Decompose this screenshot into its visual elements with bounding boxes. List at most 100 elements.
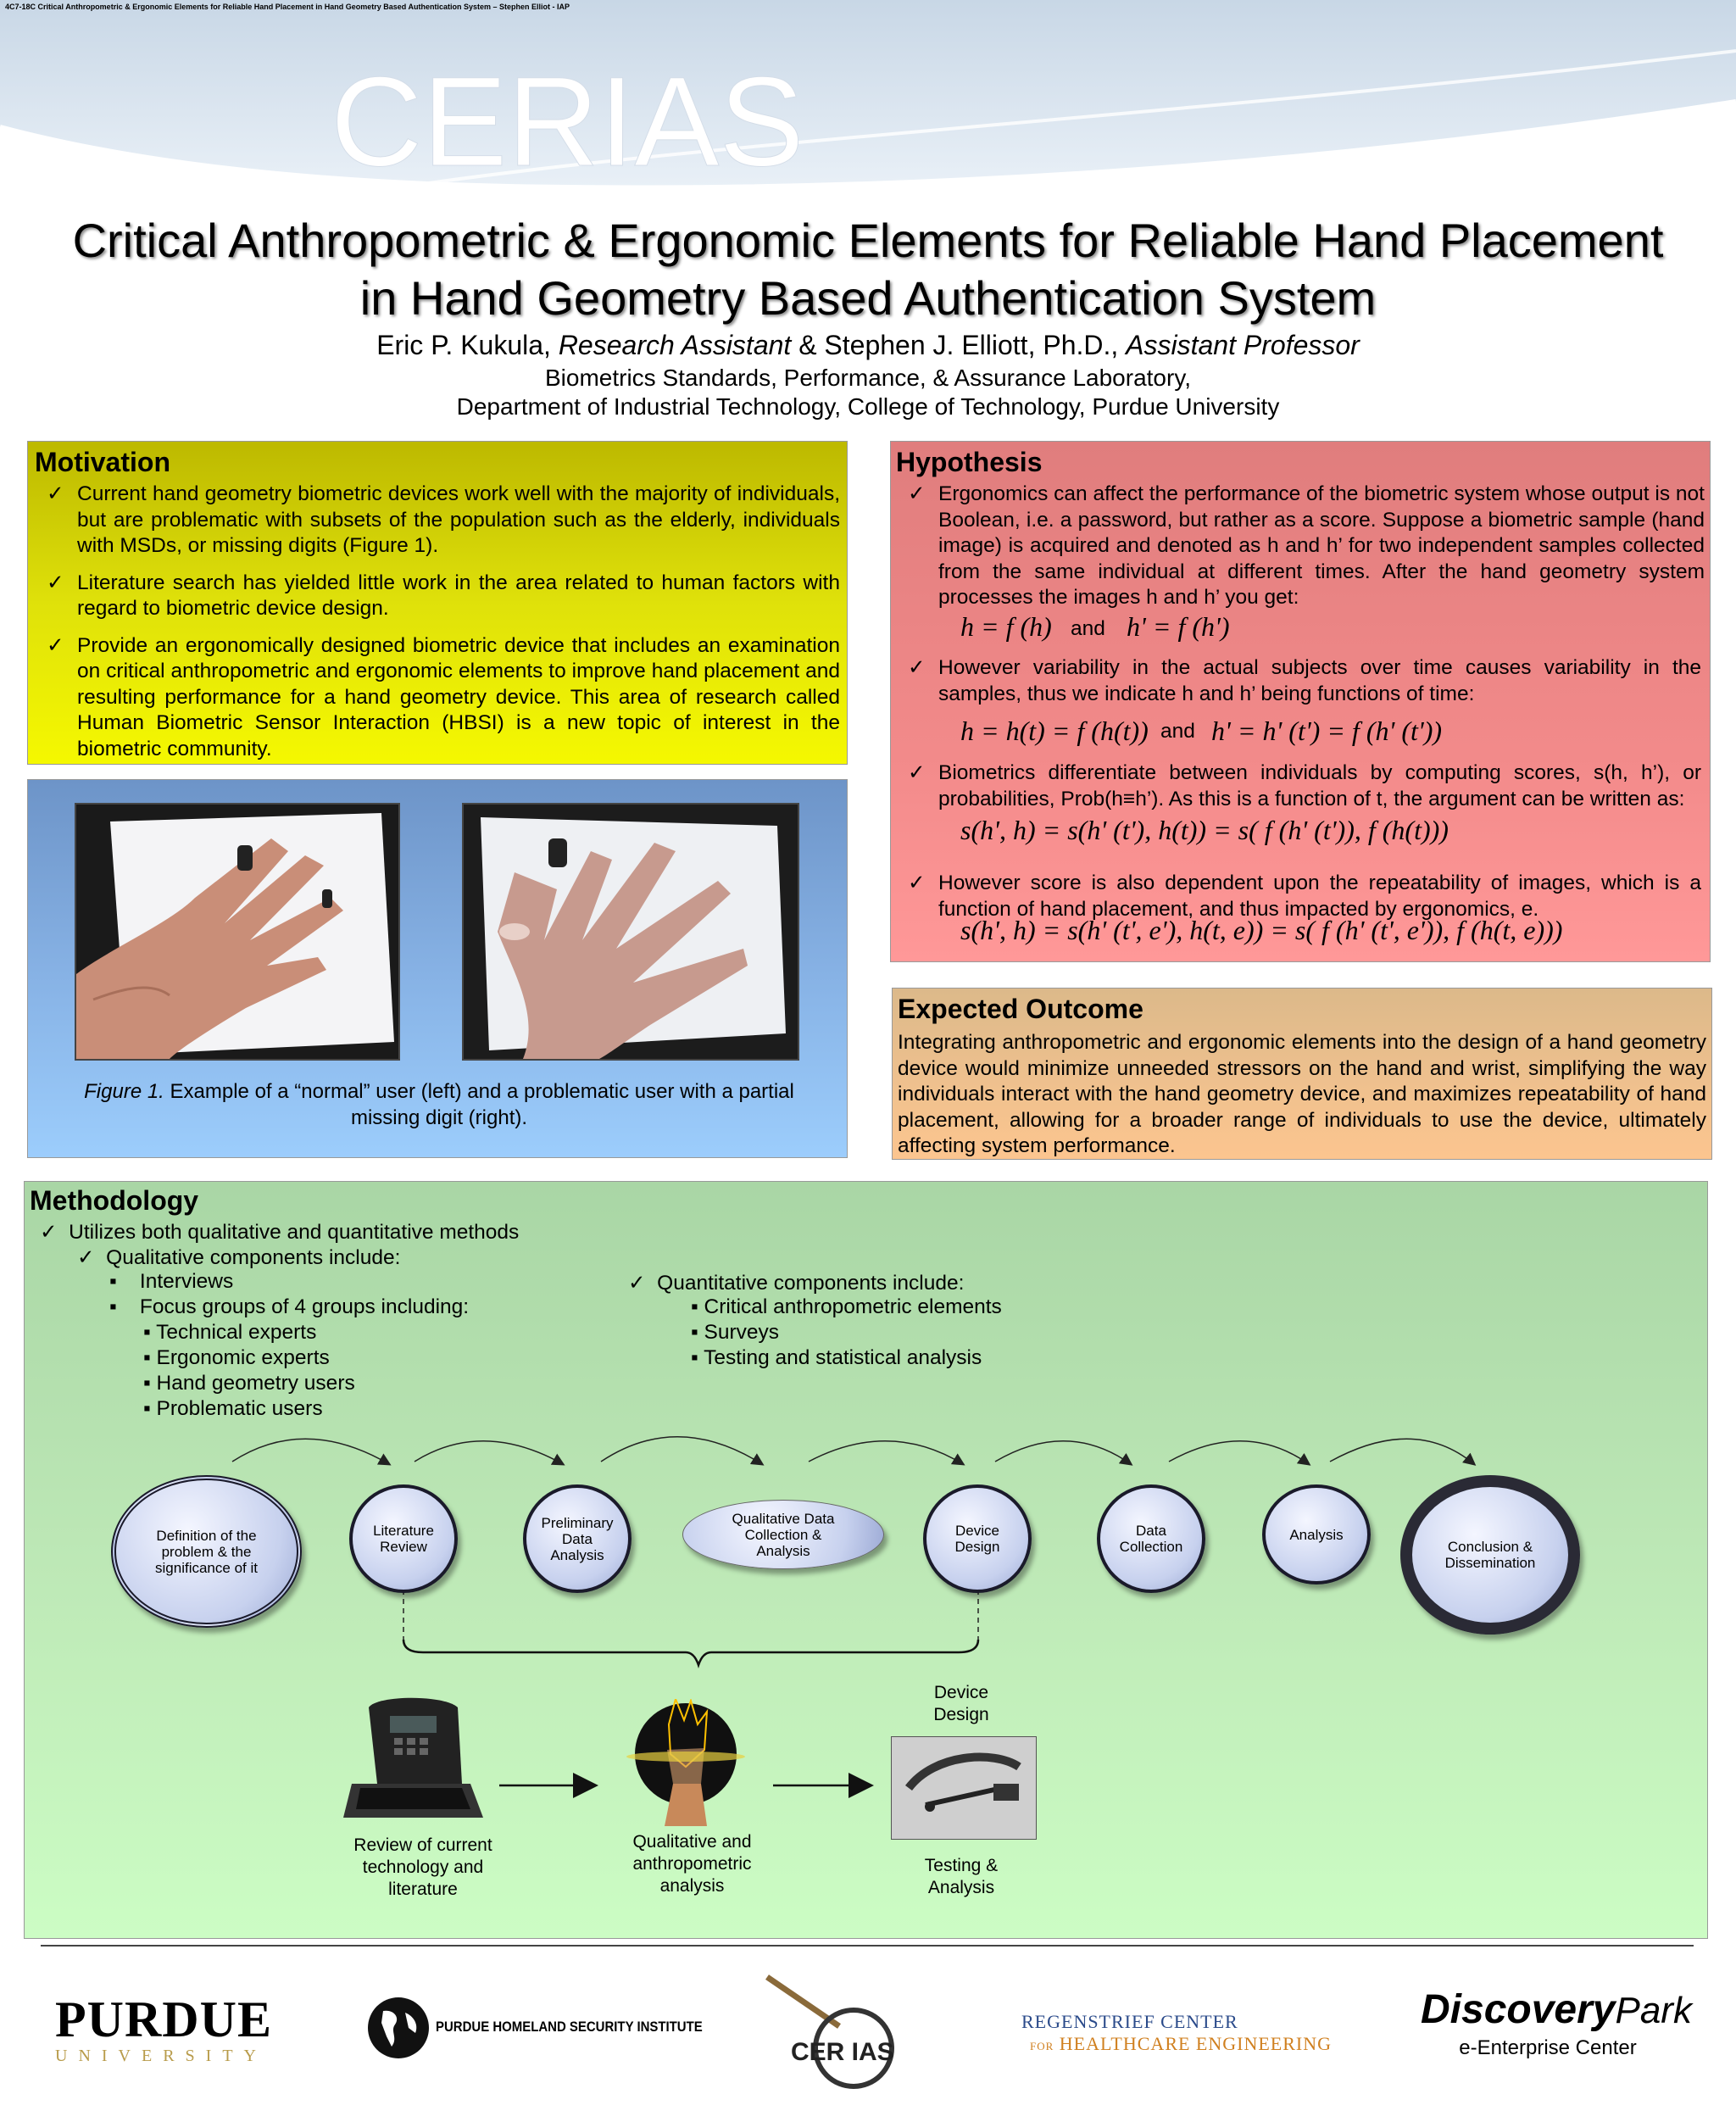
title-line-1: Critical Anthropometric & Ergonomic Elem…	[72, 214, 1664, 267]
motivation-item-text: Literature search has yielded little wor…	[77, 571, 840, 621]
hypothesis-heading: Hypothesis	[896, 447, 1043, 477]
qualitative-heading: ✓ Qualitative components include:	[77, 1245, 400, 1270]
flow-step-data-collection: Data Collection	[1097, 1484, 1205, 1593]
banner-cerias-text: CERIAS	[331, 50, 804, 192]
regenstrief-line-2: HEALTHCARE ENGINEERING	[1059, 2033, 1333, 2054]
check-icon: ✓	[908, 761, 926, 784]
qualitative-heading-text: Qualitative components include:	[106, 1246, 401, 1269]
cerias-logo-text: CER IAS	[791, 2038, 894, 2066]
check-icon: ✓	[908, 656, 926, 679]
bullet-icon: ▪	[109, 1270, 117, 1293]
flow-step-qualitative-data: Qualitative Data Collection & Analysis	[682, 1500, 884, 1569]
check-icon: ✓	[628, 1272, 646, 1295]
figure-1-box: Figure 1. Example of a “normal” user (le…	[27, 779, 848, 1158]
bullet-icon: ▪	[109, 1295, 117, 1318]
motivation-item-text: Provide an ergonomically designed biomet…	[77, 633, 840, 760]
motivation-list: ✓Current hand geometry biometric devices…	[35, 482, 840, 762]
flow-step-definition: Definition of the problem & the signific…	[111, 1475, 302, 1628]
hand-reader-device-image	[343, 1697, 483, 1818]
equation-3: s(h', h) = s(h' (t'), h(t)) = s( f (h' (…	[960, 815, 1449, 845]
purdue-university-text: UNIVERSITY	[55, 2047, 267, 2065]
hypothesis-item: ✓ Ergonomics can affect the performance o…	[896, 482, 1705, 609]
hypothesis-item-text: Ergonomics can affect the performance of…	[938, 482, 1705, 609]
bullet-icon: ▪	[691, 1346, 698, 1369]
anthropometric-hand-image	[626, 1699, 745, 1826]
focus-group-text: Problematic users	[156, 1397, 323, 1420]
flow-step-preliminary-data-analysis: Preliminary Data Analysis	[523, 1484, 632, 1593]
regenstrief-logo: REGENSTRIEF CENTER FOR HEALTHCARE ENGINE…	[1021, 2011, 1344, 2062]
poster-title: Critical Anthropometric & Ergonomic Elem…	[17, 212, 1719, 327]
bullet-icon: ▪	[143, 1372, 151, 1395]
flow-step-label: Device Design	[954, 1523, 1000, 1555]
check-icon: ✓	[40, 1221, 58, 1244]
affiliation-1: Biometrics Standards, Performance, & Ass…	[544, 365, 1192, 391]
check-icon: ✓	[908, 482, 926, 505]
cerias-logo: CER IAS	[759, 1967, 932, 2094]
bullet-icon: ▪	[143, 1321, 151, 1344]
qualitative-item-text: Interviews	[139, 1270, 234, 1293]
methodology-heading: Methodology	[30, 1185, 199, 1216]
equation-1a: h = f (h)	[960, 611, 1052, 642]
authors: Eric P. Kukula, Research Assistant & Ste…	[0, 330, 1736, 361]
hypothesis-list-4: ✓However score is also dependent upon th…	[896, 871, 1701, 933]
normal-user-hand-photo	[75, 803, 400, 1061]
bullet-icon: ▪	[143, 1397, 151, 1420]
flow-step-device-design: Device Design	[923, 1484, 1032, 1593]
flow-step-analysis: Analysis	[1262, 1484, 1371, 1585]
motivation-item: ✓Current hand geometry biometric devices…	[35, 482, 840, 560]
figure-label: Figure 1.	[84, 1080, 164, 1103]
header-banner: CERIAS	[0, 0, 1736, 212]
park-text: Park	[1615, 1990, 1692, 2031]
flow-step-label: Definition of the problem & the signific…	[155, 1527, 258, 1576]
bullet-icon: ▪	[691, 1295, 698, 1318]
bullet-icon: ▪	[691, 1321, 698, 1344]
hypothesis-list-2: ✓However variability in the actual subje…	[896, 655, 1701, 718]
equation-4: s(h', h) = s(h' (t', e'), h(t, e)) = s( …	[960, 915, 1563, 945]
problematic-user-hand-photo	[462, 803, 799, 1061]
focus-group-item: ▪ Hand geometry users	[143, 1372, 355, 1395]
quantitative-item-text: Surveys	[704, 1321, 780, 1344]
check-icon: ✓	[47, 633, 64, 657]
caption-device-design: Device Design	[933, 1683, 989, 1724]
focus-group-item: ▪ Ergonomic experts	[143, 1346, 330, 1370]
author-1-role: Research Assistant	[558, 330, 792, 360]
outcome-text: Integrating anthropometric and ergonomic…	[898, 1031, 1706, 1157]
purdue-wordmark: PURDUE	[55, 1991, 272, 2047]
quantitative-item-text: Critical anthropometric elements	[704, 1295, 1002, 1318]
hypothesis-list-3: ✓ Biometrics differentiate between indivi…	[896, 760, 1701, 823]
purdue-logo: PURDUE UNIVERSITY	[55, 1994, 275, 2070]
figure-1-caption: Figure 1. Example of a “normal” user (le…	[79, 1078, 799, 1131]
check-icon: ✓	[47, 482, 64, 505]
expected-outcome-section: Expected Outcome Integrating anthropomet…	[892, 988, 1712, 1160]
equation-and-1: and	[1071, 617, 1105, 640]
focus-group-item: ▪ Problematic users	[143, 1397, 323, 1421]
flow-step-conclusion: Conclusion & Dissemination	[1400, 1475, 1580, 1635]
regenstrief-line-1: REGENSTRIEF CENTER	[1021, 2011, 1238, 2032]
top-tag: 4C7-18C Critical Anthropometric & Ergono…	[5, 3, 570, 11]
phsi-text: PURDUE HOMELAND SECURITY INSTITUTE	[436, 2019, 703, 2035]
quantitative-item: ▪ Testing and statistical analysis	[691, 1346, 982, 1370]
hypothesis-item-text: Biometrics differentiate between individ…	[938, 761, 1701, 810]
discovery-text: Discovery	[1421, 1987, 1616, 2032]
equation-2b: h' = h' (t') = f (h' (t'))	[1211, 716, 1443, 746]
flow-step-label: Preliminary Data Analysis	[541, 1514, 614, 1563]
quantitative-item: ▪ Critical anthropometric elements	[691, 1295, 1002, 1319]
hypothesis-item: ✓However score is also dependent upon th…	[896, 871, 1701, 922]
equation-2a: h = h(t) = f (h(t))	[960, 716, 1149, 746]
methodology-line-1: ✓ Utilizes both qualitative and quantita…	[40, 1219, 519, 1245]
methodology-section: Methodology ✓ Utilizes both qualitative …	[24, 1181, 1708, 1939]
author-1: Eric P. Kukula,	[376, 330, 559, 360]
flow-step-label: Literature Review	[373, 1523, 434, 1555]
author-join: & Stephen J. Elliott, Ph.D.,	[791, 330, 1127, 360]
qualitative-item: ▪ Focus groups of 4 groups including:	[109, 1295, 469, 1319]
focus-group-text: Ergonomic experts	[156, 1346, 330, 1369]
flow-connectors	[231, 1436, 1477, 1798]
flow-step-label: Conclusion & Dissemination	[1444, 1539, 1536, 1571]
caption-qualitative: Qualitative and anthropometric analysis	[632, 1832, 752, 1896]
check-icon: ✓	[47, 571, 64, 594]
hypothesis-item: ✓However variability in the actual subje…	[896, 655, 1701, 707]
title-line-2: in Hand Geometry Based Authentication Sy…	[359, 271, 1377, 325]
caption-testing: Testing & Analysis	[924, 1856, 999, 1897]
flow-step-label: Analysis	[1289, 1526, 1344, 1543]
outcome-heading: Expected Outcome	[898, 994, 1143, 1024]
